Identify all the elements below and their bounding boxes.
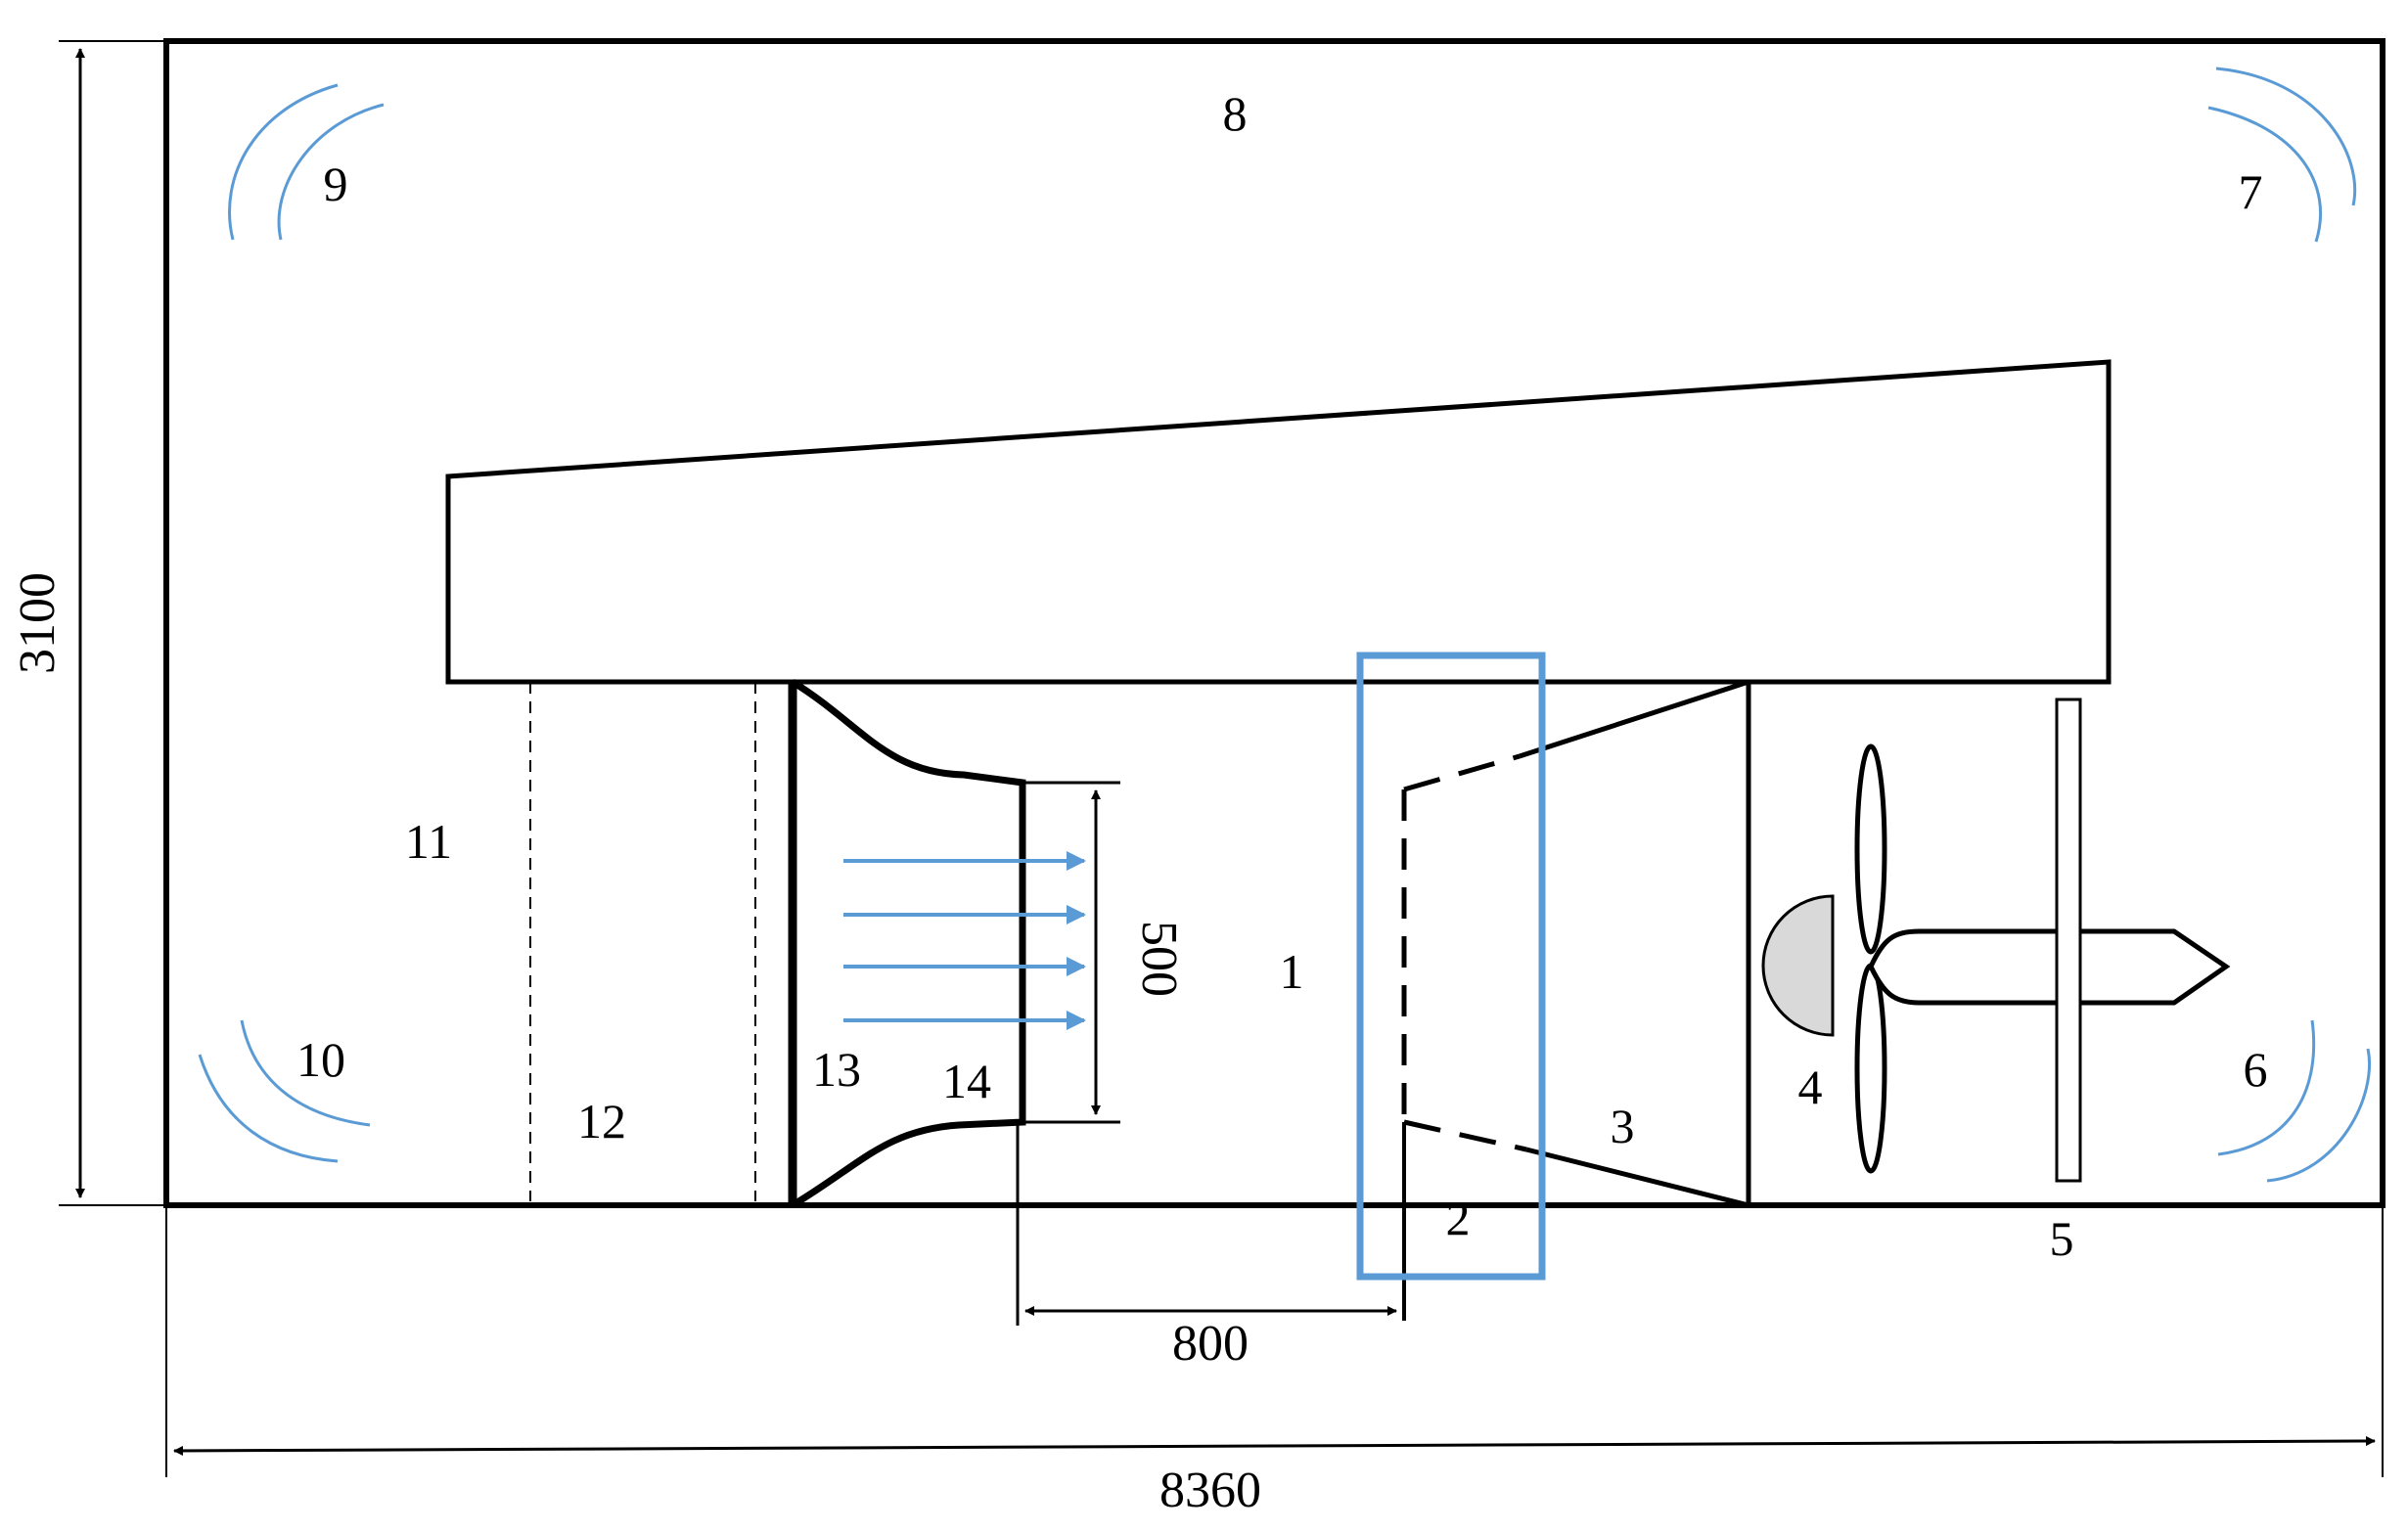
turning-vanes xyxy=(198,67,2371,1183)
label-4: 4 xyxy=(1798,1059,1823,1114)
collector-bottom xyxy=(1403,1119,1527,1152)
label-9: 9 xyxy=(324,157,348,211)
flow-arrows xyxy=(843,851,1086,1030)
collector-top xyxy=(1403,753,1521,792)
test-section-box xyxy=(1356,652,1546,1281)
width-dim-label: 8360 xyxy=(1159,1463,1261,1518)
label-12: 12 xyxy=(577,1094,626,1149)
label-1: 1 xyxy=(1280,944,1304,999)
label-14: 14 xyxy=(942,1054,991,1108)
return-channel xyxy=(445,359,2112,685)
collector-top-solid xyxy=(1519,679,1749,759)
label-8: 8 xyxy=(1223,86,1248,141)
label-7: 7 xyxy=(2239,164,2263,219)
room-outline xyxy=(163,38,2385,1208)
label-5: 5 xyxy=(2050,1211,2074,1266)
height-dim-label: 3100 xyxy=(10,572,66,674)
fan-hub xyxy=(1761,894,1835,1037)
gap-dim-label: 800 xyxy=(1172,1316,1249,1372)
contraction-nozzle xyxy=(791,679,1026,1209)
label-11: 11 xyxy=(405,814,452,869)
label-6: 6 xyxy=(2244,1042,2268,1097)
label-3: 3 xyxy=(1611,1099,1635,1153)
motor-body xyxy=(1868,928,2231,1006)
label-13: 13 xyxy=(812,1042,861,1097)
collector-bottom-solid xyxy=(1525,1147,1749,1208)
label-10: 10 xyxy=(296,1032,345,1087)
nozzle-dim-label: 500 xyxy=(1131,921,1187,997)
width-dim-line xyxy=(173,1436,2376,1456)
label-2: 2 xyxy=(1446,1191,1471,1245)
fan-blade-bottom xyxy=(1854,963,1887,1174)
motor-support xyxy=(2055,698,2082,1183)
fan-blade-top xyxy=(1854,743,1887,955)
